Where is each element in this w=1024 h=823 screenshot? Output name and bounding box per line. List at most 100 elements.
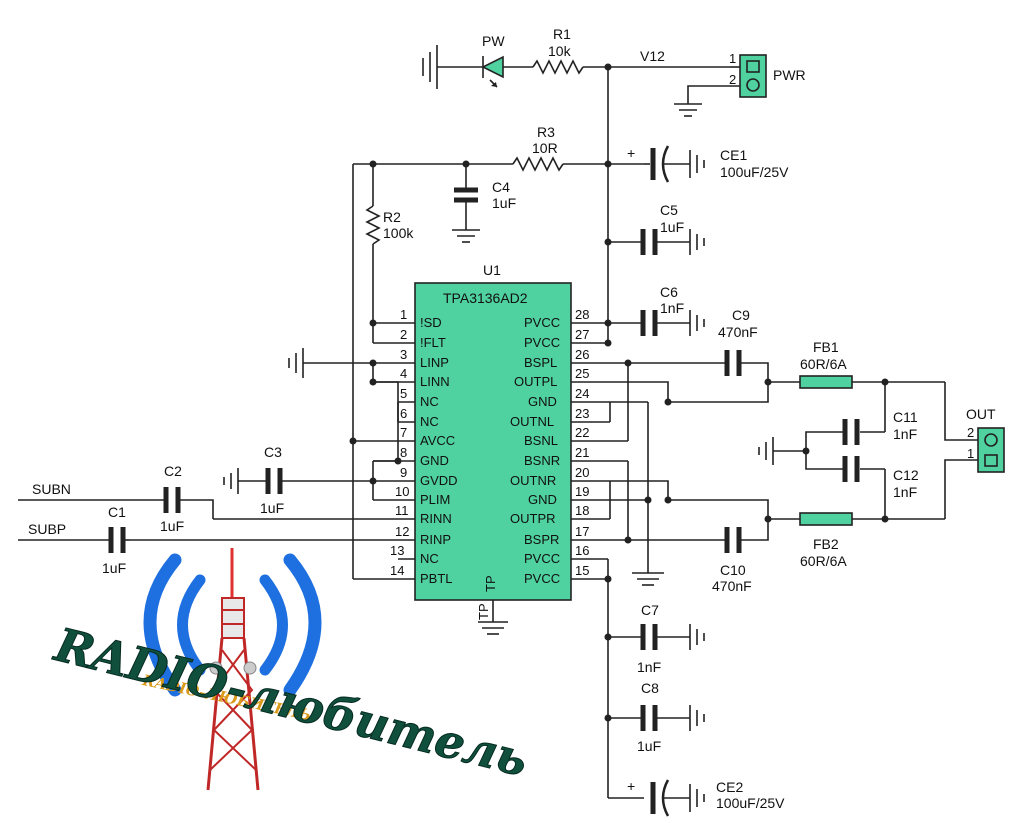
pin-name: NC (420, 394, 439, 409)
fb1-value: 60R/6A (800, 356, 847, 372)
c10-ref: C10 (720, 562, 746, 578)
pin-num: 19 (575, 484, 589, 499)
c8-value: 1uF (637, 738, 661, 754)
tp-label-inside: TP (483, 575, 498, 592)
pin-name: PVCC (524, 335, 560, 350)
pin-name: PBTL (420, 571, 453, 586)
pin-num: 4 (400, 366, 407, 381)
input-section: C3 1uF SUBN C2 1uF SUBP C1 1uF (18, 348, 402, 576)
led-label: PW (482, 33, 505, 49)
tp-pin: TP TP (476, 575, 508, 635)
pin-num: 17 (575, 524, 589, 539)
pin-num: 1 (400, 307, 407, 322)
r3-value: 10R (532, 140, 558, 156)
pin-name: BSPL (524, 355, 557, 370)
pin-num: 21 (575, 445, 589, 460)
pin-num: 26 (575, 347, 589, 362)
pin-name: GND (528, 394, 557, 409)
r1-value: 10k (548, 43, 572, 59)
out-label: OUT (966, 406, 996, 422)
tower-icon (206, 548, 260, 791)
fb1-bead (799, 375, 853, 389)
pin-num: 24 (575, 386, 589, 401)
c1-ref: C1 (108, 504, 126, 520)
pin-name: PVCC (524, 571, 560, 586)
c6: C6 1nF (604, 284, 705, 347)
c8-ref: C8 (641, 680, 659, 696)
pin-name: BSPR (524, 532, 559, 547)
c5: C5 1uF (604, 202, 705, 255)
ic-ref: U1 (483, 262, 501, 278)
pin-name: BSNR (524, 453, 560, 468)
c6-value: 1nF (660, 300, 684, 316)
ce1: + CE1 100uF/25V (627, 145, 789, 183)
pwr-pin1: 1 (729, 51, 736, 66)
out-pin2: 2 (967, 425, 974, 440)
logo-main-text: RADIO-любитель (48, 617, 533, 787)
pin-num: 23 (575, 406, 589, 421)
pin-name: NC (420, 414, 439, 429)
tp-label-outside: TP (476, 603, 491, 620)
ce2-ref: CE2 (716, 779, 743, 795)
pin-num: 12 (395, 524, 409, 539)
ce2-plus: + (627, 778, 635, 794)
subp-label: SUBP (28, 521, 66, 537)
pin-num: 18 (575, 503, 589, 518)
pin-name: PVCC (524, 315, 560, 330)
c5-ref: C5 (660, 202, 678, 218)
pin-num: 5 (400, 386, 407, 401)
c2-value: 1uF (160, 518, 184, 534)
c4-ref: C4 (492, 179, 510, 195)
r2-ref: R2 (383, 209, 401, 225)
led-icon (481, 55, 504, 79)
out-pin1: 1 (967, 446, 974, 461)
ce1-value: 100uF/25V (720, 164, 789, 180)
pin-num: 7 (400, 425, 407, 440)
ce1-ref: CE1 (720, 147, 747, 163)
pin-name: GVDD (420, 473, 458, 488)
c11-value: 1nF (893, 426, 917, 442)
pin-num: 14 (390, 563, 404, 578)
c3-ref: C3 (264, 444, 282, 460)
power-section: PW R1 10k V12 1 2 PWR (422, 26, 806, 117)
fb1-ref: FB1 (813, 339, 839, 355)
pin-name: BSNL (524, 433, 558, 448)
ce1-plus: + (627, 145, 635, 161)
pin-num: 25 (575, 366, 589, 381)
pin-name: OUTPR (510, 511, 556, 526)
pin-name: LINP (420, 355, 449, 370)
pin-num: 2 (400, 327, 407, 342)
pin-num: 20 (575, 465, 589, 480)
fb2-value: 60R/6A (800, 553, 847, 569)
pwr-pin2: 2 (729, 72, 736, 87)
c1-value: 1uF (102, 560, 126, 576)
c3-value: 1uF (260, 500, 284, 516)
fb2-ref: FB2 (813, 536, 839, 552)
c7-value: 1nF (637, 659, 661, 675)
c12-value: 1nF (893, 484, 917, 500)
r2-value: 100k (383, 225, 414, 241)
pin-num: 3 (400, 347, 407, 362)
pin-name: RINP (420, 532, 451, 547)
pin-num: 11 (395, 503, 409, 518)
r3-ref: R3 (537, 124, 555, 140)
ic-body (414, 282, 572, 601)
c4-value: 1uF (492, 195, 516, 211)
pin-num: 22 (575, 425, 589, 440)
pin-num: 10 (395, 484, 409, 499)
c12-ref: C12 (893, 467, 919, 483)
pin-name: NC (420, 551, 439, 566)
pwr-label: PWR (773, 67, 806, 83)
pin-name: PVCC (524, 551, 560, 566)
c11-ref: C11 (893, 409, 918, 425)
c5-value: 1uF (660, 219, 684, 235)
pin-name: OUTNL (510, 414, 554, 429)
pin-name: GND (420, 453, 449, 468)
c9-ref: C9 (732, 307, 750, 323)
c2-ref: C2 (164, 463, 182, 479)
feedback-section: R3 10R C4 1uF R2 100k (349, 124, 644, 579)
pin-name: RINN (420, 511, 452, 526)
